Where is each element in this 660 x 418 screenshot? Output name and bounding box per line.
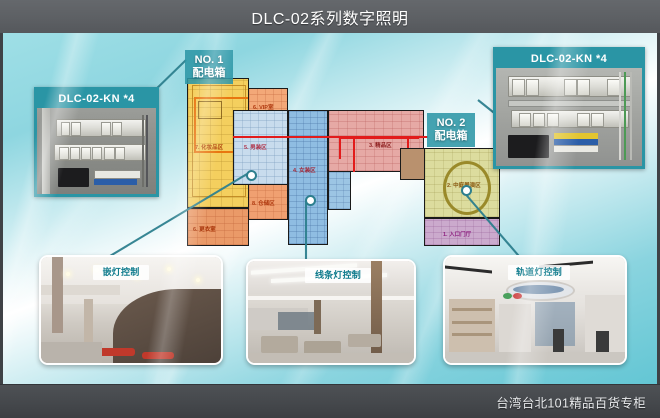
zone-label: 3. 精品区	[369, 143, 392, 149]
zone-grid	[289, 111, 327, 244]
box1-line1: NO. 1	[194, 54, 224, 67]
right-panel-image	[496, 68, 642, 166]
track-light-image	[445, 257, 625, 363]
left-panel-photo[interactable]: DLC-02-KN *4	[34, 87, 159, 197]
downlight-caption: 嵌灯控制	[93, 265, 149, 280]
zone-olive[interactable]: 2. 中庭展演区	[424, 148, 500, 218]
label-distribution-box-2: NO. 2 配电箱	[427, 113, 475, 147]
connector-dot-track	[461, 185, 472, 196]
track-light-photo[interactable]: 轨道灯控制	[443, 255, 627, 365]
zone-lightblue[interactable]: 5. 男装区	[233, 110, 288, 185]
connector-dot-downlight	[246, 170, 257, 181]
left-panel-caption: DLC-02-KN *4	[37, 90, 156, 108]
zone-label: 4. 女装区	[293, 168, 316, 174]
right-edge	[657, 33, 660, 385]
downlight-photo[interactable]: 嵌灯控制	[39, 255, 223, 365]
red-bus-line	[233, 136, 428, 138]
title-bar: DLC-02系列数字照明	[0, 0, 660, 34]
cabinet-illustration	[37, 108, 156, 194]
interior-illustration	[445, 257, 625, 363]
zone-blue[interactable]: 4. 女装区	[288, 110, 328, 245]
box2-line1: NO. 2	[436, 117, 466, 130]
left-panel-image	[37, 108, 156, 194]
linear-light-caption: 线条灯控制	[305, 268, 371, 283]
box2-line2: 配电箱	[434, 130, 468, 142]
zone-pink[interactable]: 3. 精品区	[328, 110, 424, 172]
zone-grid	[249, 183, 287, 219]
track-light-caption: 轨道灯控制	[508, 265, 570, 280]
right-panel-caption: DLC-02-KN *4	[496, 50, 642, 68]
connector-dot-linear	[305, 195, 316, 206]
red-bus-riser	[353, 136, 355, 172]
interior-illustration	[41, 257, 221, 363]
zone-orange-fitting[interactable]: 8. 仓储区	[248, 182, 288, 220]
zone-purple[interactable]: 1. 入口门厅	[424, 218, 500, 246]
zone-orange-storage[interactable]: 6. 更衣室	[187, 208, 249, 246]
slide-body: 7. 化妆品区 6. VIP室 8. 仓储区 6. 更衣室 5. 男装区	[3, 33, 657, 385]
zone-grid	[234, 111, 287, 184]
downlight-image	[41, 257, 221, 363]
right-panel-photo[interactable]: DLC-02-KN *4	[493, 47, 645, 169]
left-edge	[0, 33, 3, 385]
zone-label: 6. 更衣室	[193, 227, 216, 233]
cabinet-illustration	[496, 68, 642, 166]
box1-line2: 配电箱	[192, 67, 226, 79]
zone-label: 7. 化妆品区	[195, 145, 224, 151]
label-distribution-box-1: NO. 1 配电箱	[185, 50, 233, 84]
linear-light-photo[interactable]: 线条灯控制	[246, 259, 416, 365]
footer-caption: 台湾台北101精品百货专柜	[496, 396, 646, 410]
zone-label: 8. 仓储区	[252, 201, 275, 207]
zone-label: 5. 男装区	[244, 145, 267, 151]
footer-bar: 台湾台北101精品百货专柜	[0, 384, 660, 418]
zone-label: 6. VIP室	[253, 105, 274, 111]
page-title: DLC-02系列数字照明	[251, 10, 409, 28]
zone-label: 1. 入口门厅	[443, 232, 472, 238]
